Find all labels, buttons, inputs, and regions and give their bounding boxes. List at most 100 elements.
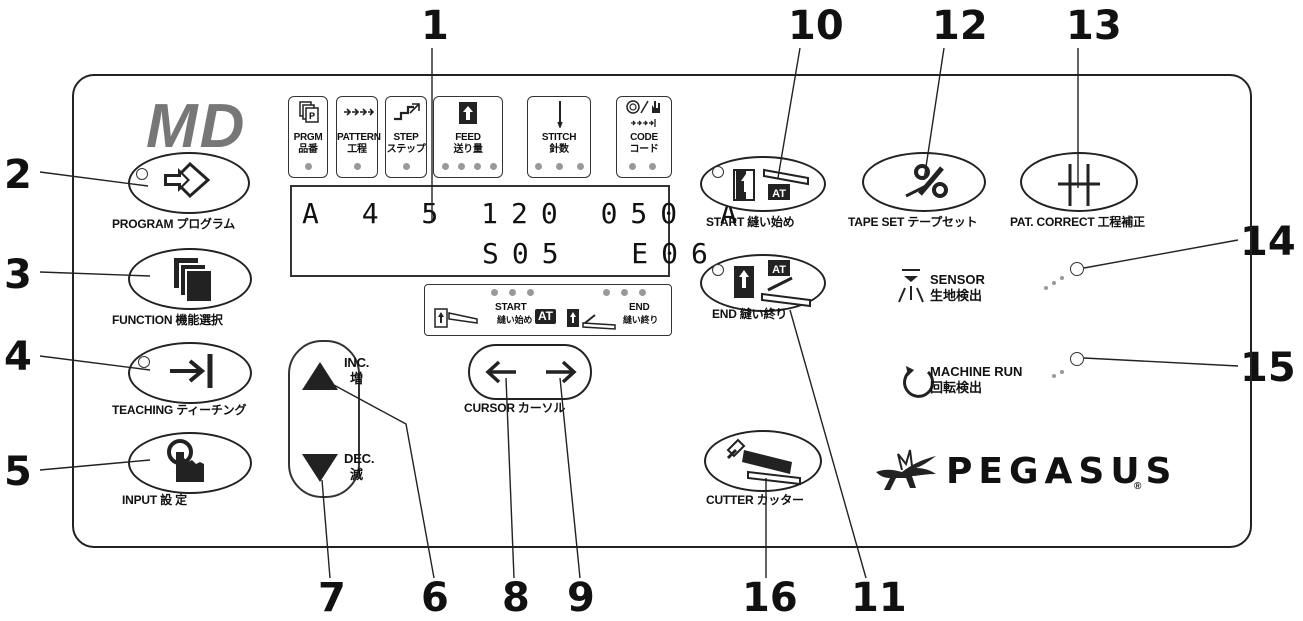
start-end-indicator-strip: START 縫い始め AT END 縫い終り xyxy=(424,284,672,336)
pegasus-brand: PEGASUS xyxy=(946,451,1178,492)
indicator-led xyxy=(535,163,542,170)
cursor-button-label: CURSOR カーソル xyxy=(464,401,566,415)
leader-8 xyxy=(505,377,515,579)
callout-6: 6 xyxy=(421,575,449,621)
end-led xyxy=(712,264,724,276)
pat-correct-button-label: PAT. CORRECT 工程補正 xyxy=(1010,215,1145,229)
indicator-feed-label: FEED xyxy=(455,132,481,143)
indicator-led xyxy=(403,163,410,170)
machine-run-label-jp: 回転検出 xyxy=(930,380,983,395)
leader-10 xyxy=(777,47,801,179)
indicator-code-label: CODE xyxy=(630,132,658,143)
strip-at-badge: AT xyxy=(535,309,556,324)
start-button-label: START 縫い始め xyxy=(706,215,795,229)
sensor-dot xyxy=(1052,281,1056,285)
callout-3: 3 xyxy=(4,252,32,298)
indicator-prgm: P PRGM 品番 xyxy=(288,96,328,178)
callout-13: 13 xyxy=(1066,3,1122,49)
leader-14 xyxy=(1083,239,1239,269)
leader-7 xyxy=(321,479,331,579)
program-icon xyxy=(164,161,211,199)
cursor-right-icon[interactable] xyxy=(544,358,578,386)
indicator-pattern-label-jp: 工程 xyxy=(347,144,367,155)
machine-run-dot xyxy=(1052,374,1056,378)
tape-set-button[interactable] xyxy=(862,152,986,212)
sensor-dot xyxy=(1044,286,1048,290)
pat-correct-icon xyxy=(1058,164,1100,206)
pegasus-horse-logo xyxy=(876,449,936,490)
sensor-label: SENSOR xyxy=(930,272,985,287)
cutter-icon xyxy=(726,438,801,486)
indicator-pattern-label: PATTERN xyxy=(337,132,381,143)
program-led xyxy=(136,168,148,180)
leader-4 xyxy=(39,355,151,371)
end-at-badge: AT xyxy=(772,264,786,276)
start-led xyxy=(527,289,534,296)
control-panel xyxy=(72,74,1252,548)
start-button[interactable] xyxy=(700,156,826,212)
indicator-pattern: PATTERN 工程 xyxy=(336,96,381,178)
strip-end-label: END xyxy=(629,302,650,313)
program-button-label: PROGRAM プログラム xyxy=(112,217,236,231)
sensor-dot xyxy=(1060,276,1064,280)
cursor-left-icon[interactable] xyxy=(484,358,518,386)
pat-correct-button[interactable] xyxy=(1020,152,1138,212)
leader-9 xyxy=(559,377,581,579)
inc-label: INC. xyxy=(344,355,370,370)
sensor-led xyxy=(1070,262,1084,276)
indicator-led xyxy=(354,163,361,170)
sensor-icon xyxy=(898,269,924,303)
leader-6 xyxy=(331,383,435,579)
leader-12 xyxy=(923,47,945,181)
callout-2: 2 xyxy=(4,152,32,198)
tape-set-icon xyxy=(905,164,948,198)
leader-11 xyxy=(789,309,867,579)
dec-triangle-icon[interactable] xyxy=(300,452,340,484)
inc-triangle-icon[interactable] xyxy=(300,360,340,392)
cutter-button-label: CUTTER カッター xyxy=(706,493,804,507)
indicator-led xyxy=(577,163,584,170)
indicator-led xyxy=(458,163,465,170)
machine-run-label: MACHINE RUN xyxy=(930,364,1023,379)
end-led xyxy=(621,289,628,296)
leader-2 xyxy=(39,171,149,187)
indicator-led xyxy=(490,163,497,170)
end-button-label: END 縫い終り xyxy=(712,307,788,321)
indicator-stitch-label: STITCH xyxy=(541,132,577,143)
end-presser-icon xyxy=(567,309,616,330)
indicator-stitch-label-jp: 針数 xyxy=(549,144,569,155)
indicator-led xyxy=(474,163,481,170)
md-logo: MD xyxy=(146,92,247,161)
indicator-led xyxy=(305,163,312,170)
end-led xyxy=(639,289,646,296)
pattern-arrows-icon xyxy=(344,108,374,116)
teaching-button-label: TEACHING ティーチング xyxy=(112,403,247,417)
sensor-label-jp: 生地検出 xyxy=(930,288,983,303)
indicator-code-label-jp: コード xyxy=(629,144,659,155)
tape-set-button-label: TAPE SET テープセット xyxy=(848,215,978,229)
leader-3 xyxy=(39,271,151,277)
indicator-led xyxy=(556,163,563,170)
machine-run-led xyxy=(1070,352,1084,366)
indicator-step-label: STEP xyxy=(393,132,419,143)
callout-1: 1 xyxy=(421,3,449,49)
needle-icon xyxy=(557,101,563,128)
step-stairs-icon xyxy=(394,103,420,121)
start-at-badge: AT xyxy=(772,188,786,200)
callout-5: 5 xyxy=(4,449,32,495)
indicator-step-label-jp: ステップ xyxy=(386,144,426,155)
lcd-display: A 4 5 120 050 A S05 E06 xyxy=(290,185,737,277)
leader-5 xyxy=(39,459,151,471)
callout-15: 15 xyxy=(1240,345,1296,391)
indicator-stitch: STITCH 針数 xyxy=(527,96,591,178)
callout-12: 12 xyxy=(932,3,988,49)
callout-8: 8 xyxy=(502,575,530,621)
leader-15 xyxy=(1083,357,1239,367)
end-presser-down-icon: AT xyxy=(734,260,811,308)
callout-11: 11 xyxy=(851,575,907,621)
callout-7: 7 xyxy=(318,575,346,621)
start-led xyxy=(509,289,516,296)
start-presser-icon xyxy=(434,308,478,328)
rotation-icon xyxy=(903,366,935,398)
